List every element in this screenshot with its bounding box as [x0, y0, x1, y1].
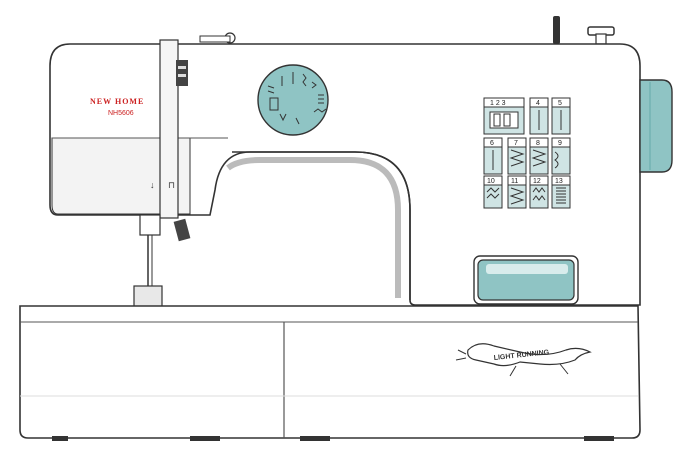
- model-number: NH5606: [108, 110, 134, 117]
- needle-bar: [139, 214, 161, 236]
- pattern-label-4: 4: [536, 100, 540, 107]
- pattern-label-1-2-3: 1 2 3: [490, 100, 506, 107]
- presser-foot-lever[interactable]: [173, 218, 191, 242]
- pattern-label-9: 9: [558, 140, 562, 147]
- dial-stitch-icons: [267, 72, 327, 125]
- stitch-selector-dial[interactable]: [257, 64, 329, 136]
- zigzag-stitch-icon: [302, 73, 307, 87]
- pattern-label-5: 5: [558, 100, 562, 107]
- svg-text:↓: ↓: [150, 180, 155, 190]
- pattern-label-6: 6: [490, 140, 494, 147]
- buttonhole-icon: [269, 97, 279, 111]
- take-up-lever[interactable]: [176, 60, 188, 86]
- spool-pin: [553, 16, 560, 44]
- presser-foot: [133, 285, 163, 309]
- stitch-pattern-panel: 1 2 3 4 5 6 7 8 9: [483, 97, 571, 209]
- pattern-label-11: 11: [511, 178, 518, 185]
- pattern-label-13: 13: [555, 178, 563, 185]
- machine-base: [19, 305, 641, 439]
- pattern-label-7: 7: [514, 140, 518, 147]
- pattern-label-8: 8: [536, 140, 540, 147]
- handwheel[interactable]: [639, 79, 673, 173]
- pattern-label-12: 12: [533, 178, 541, 185]
- svg-text:⊓: ⊓: [168, 180, 175, 190]
- stretch-stitch-icon: [267, 85, 275, 94]
- thread-guide-channel: [159, 39, 179, 219]
- brand-logo: NEW HOME: [90, 97, 144, 106]
- pattern-label-10: 10: [487, 178, 495, 185]
- greyhound-logo: LIGHT RUNNING: [455, 343, 592, 377]
